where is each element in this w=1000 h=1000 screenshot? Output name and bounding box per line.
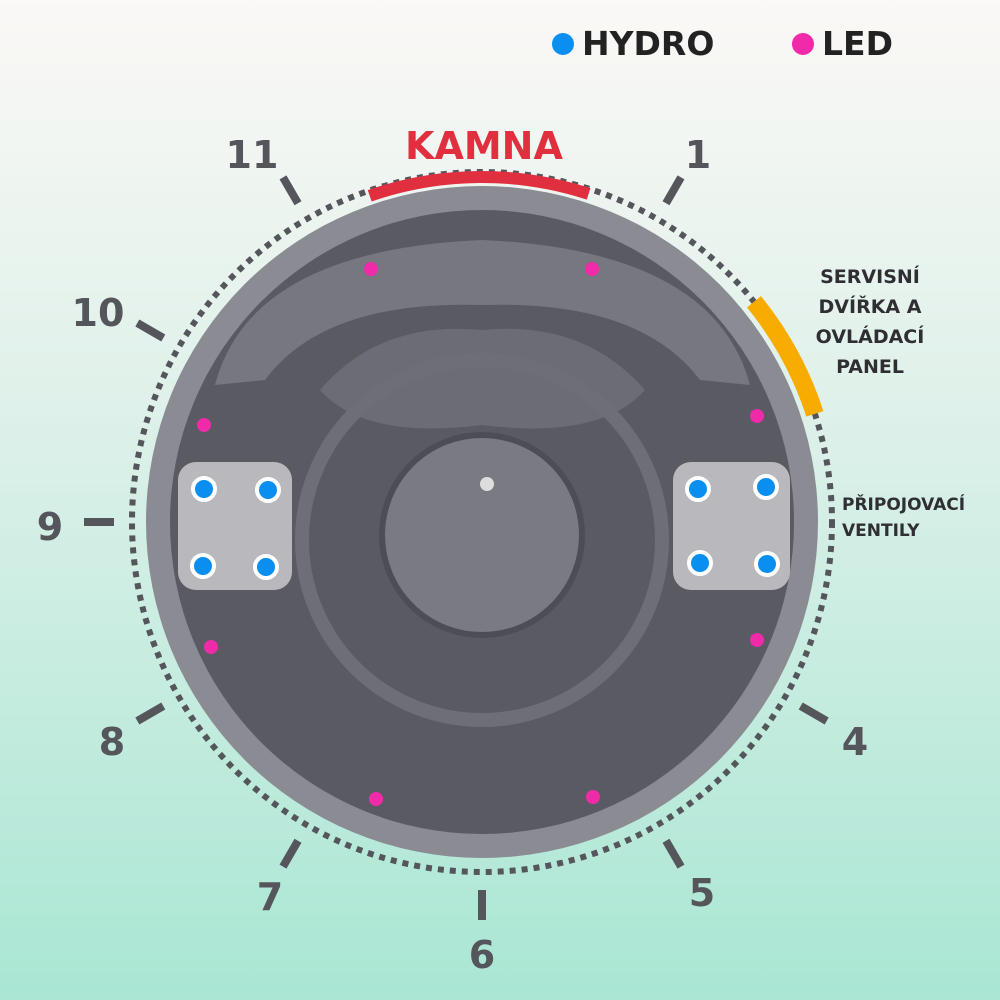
service-panel-label: SERVISNÍ DVÍŘKA A OVLÁDACÍ PANEL: [805, 262, 935, 382]
service-panel-marker: [746, 296, 824, 417]
clock-tick: [279, 175, 302, 206]
legend-label: HYDRO: [582, 24, 715, 63]
hydro-dot-icon: [552, 32, 574, 55]
clock-10: 10: [71, 291, 125, 335]
label-line: SERVISNÍ: [820, 266, 920, 288]
led-light: [750, 409, 764, 423]
clock-11: 11: [225, 133, 279, 177]
clock-tick: [798, 702, 829, 725]
hydro-jet: [687, 550, 713, 576]
label-line: VENTILY: [842, 521, 920, 541]
hydro-jet: [191, 476, 217, 502]
clock-tick: [662, 175, 685, 206]
led-light: [750, 633, 764, 647]
led-light: [369, 792, 383, 806]
kamna-label: KAMNA: [405, 124, 563, 168]
legend-label: LED: [822, 24, 893, 63]
legend-hydro: HYDRO: [552, 24, 714, 63]
kamna-marker: [367, 171, 591, 202]
clock-tick: [135, 702, 166, 725]
clock-6: 6: [468, 933, 496, 977]
led-light: [204, 640, 218, 654]
service-panel-arc: [746, 296, 824, 417]
hydro-jet: [685, 476, 711, 502]
label-line: DVÍŘKA A: [818, 296, 922, 318]
hydro-jet: [253, 554, 279, 580]
clock-5: 5: [688, 871, 716, 915]
bench-ring: [295, 353, 669, 727]
led-light: [585, 262, 599, 276]
led-light: [197, 418, 211, 432]
seat: [320, 328, 645, 429]
footwell: [379, 432, 585, 638]
clock-tick: [135, 319, 166, 342]
clock-1: 1: [684, 133, 712, 177]
clock-4: 4: [841, 720, 869, 764]
led-light: [586, 790, 600, 804]
led-light: [364, 262, 378, 276]
led-dot-icon: [792, 32, 814, 55]
hydro-jet: [190, 553, 216, 579]
clock-9: 9: [36, 505, 64, 549]
kamna-arc: [367, 171, 591, 202]
clock-tick: [279, 838, 302, 869]
clock-7: 7: [256, 875, 284, 919]
hydro-jet: [753, 474, 779, 500]
legend-led: LED: [792, 24, 893, 63]
hydro-jet: [754, 551, 780, 577]
label-line: PŘIPOJOVACÍ: [842, 495, 966, 515]
seat-back: [215, 240, 750, 385]
clock-tick: [662, 838, 685, 869]
hydro-jet: [255, 477, 281, 503]
clock-ticks: [84, 175, 829, 920]
clock-8: 8: [98, 720, 126, 764]
label-line: OVLÁDACÍ: [815, 326, 925, 348]
drain-icon: [480, 477, 494, 491]
valves-label: PŘIPOJOVACÍ VENTILY: [842, 492, 965, 544]
label-line: PANEL: [836, 356, 904, 378]
